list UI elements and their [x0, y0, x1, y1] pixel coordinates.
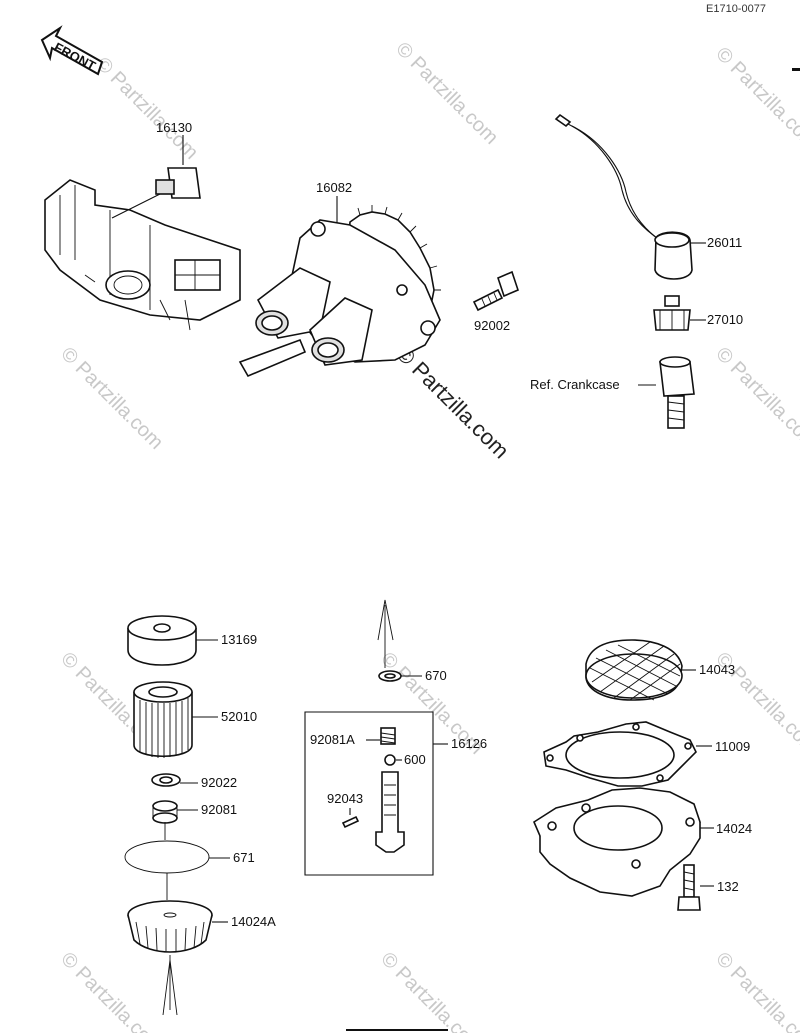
- watermark: © Partzilla.com: [711, 948, 800, 1033]
- front-arrow-icon: FRONT: [40, 25, 104, 76]
- label-671: 671: [233, 850, 255, 865]
- label-670: 670: [425, 668, 447, 683]
- label-16130: 16130: [156, 120, 192, 135]
- watermark: © Partzilla.com: [711, 43, 800, 154]
- label-52010: 52010: [221, 709, 257, 724]
- label-92022: 92022: [201, 775, 237, 790]
- label-92081: 92081: [201, 802, 237, 817]
- label-14024A: 14024A: [231, 914, 276, 929]
- crankcase-section: [44, 179, 241, 331]
- label-14043: 14043: [699, 662, 735, 677]
- relief-valve-assembly: [304, 599, 448, 876]
- watermark: © Partzilla.com: [391, 38, 502, 149]
- watermark-center: © Partzilla.com: [391, 341, 514, 464]
- label-ref-crankcase: Ref. Crankcase: [530, 377, 620, 392]
- label-16126: 16126: [451, 736, 487, 751]
- oil-strainer-assembly: [532, 639, 714, 911]
- watermark: © Partzilla.com: [91, 53, 202, 164]
- watermark: © Partzilla.com: [376, 948, 487, 1033]
- label-14024: 14024: [716, 821, 752, 836]
- crankcase-fitting: [638, 356, 695, 429]
- label-11009: 11009: [715, 739, 750, 754]
- label-13169: 13169: [221, 632, 257, 647]
- label-132: 132: [717, 879, 739, 894]
- label-27010: 27010: [707, 312, 743, 327]
- watermark: © Partzilla.com: [56, 343, 167, 454]
- front-label: FRONT: [52, 39, 99, 73]
- label-16082: 16082: [316, 180, 352, 195]
- label-92002: 92002: [474, 318, 510, 333]
- catalog-code: E1710-0077: [706, 3, 766, 15]
- label-600: 600: [404, 752, 426, 767]
- oil-pressure-switch-cap-26011: [554, 113, 706, 280]
- edge-mark: [792, 68, 800, 71]
- oil-pump-16082: [238, 196, 441, 378]
- label-26011: 26011: [707, 235, 742, 250]
- oil-pressure-plug-16130: [111, 135, 201, 219]
- label-92081A: 92081A: [310, 732, 355, 747]
- oil-pressure-switch-27010: [653, 295, 706, 331]
- label-92043: 92043: [327, 791, 363, 806]
- watermark: © Partzilla.com: [56, 948, 167, 1033]
- edge-mark: [346, 1029, 448, 1031]
- watermark: © Partzilla.com: [711, 343, 800, 454]
- oil-filter-assembly: [124, 615, 230, 1016]
- bolt-92002: [472, 270, 519, 312]
